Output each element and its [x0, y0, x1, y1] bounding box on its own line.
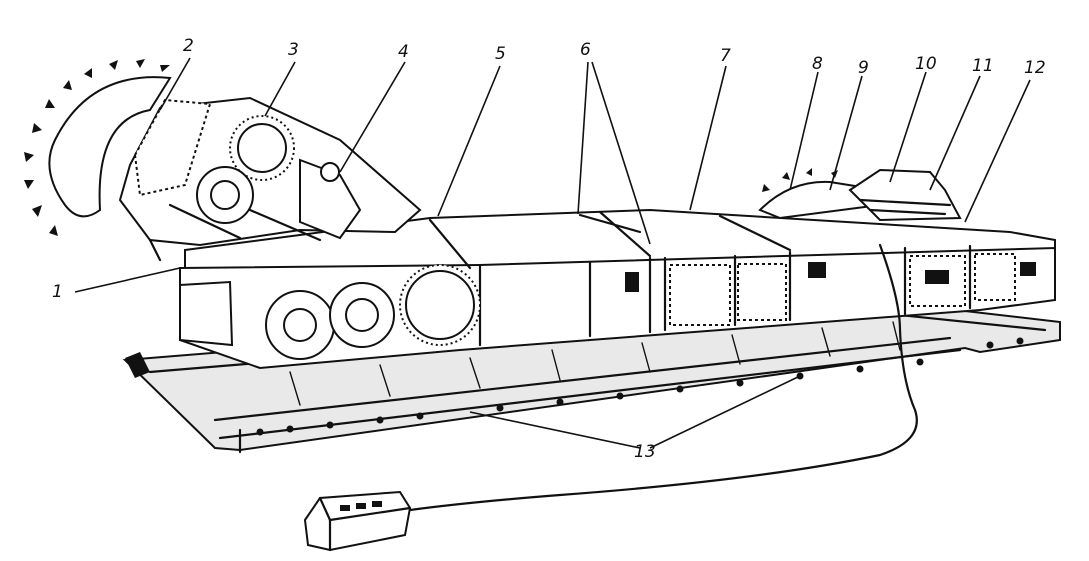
callout-label-1: 1 [52, 282, 63, 302]
cutting-drum [24, 59, 172, 236]
callout-label-4: 4 [398, 42, 409, 62]
callout-label-13: 13 [634, 442, 656, 462]
callout-label-8: 8 [812, 54, 823, 74]
callout-label-7: 7 [720, 46, 731, 66]
callout-label-6: 6 [580, 40, 591, 60]
control-pendant [303, 490, 412, 552]
drum-picks [24, 59, 170, 236]
machine-body [179, 208, 1056, 370]
callout-label-12: 12 [1024, 58, 1046, 78]
callout-label-9: 9 [858, 58, 869, 78]
callout-label-10: 10 [915, 54, 937, 74]
control-cable [408, 243, 918, 512]
leader-lines [74, 57, 1031, 449]
callout-label-11: 11 [972, 56, 994, 76]
callout-label-3: 3 [288, 40, 299, 60]
callout-label-2: 2 [183, 36, 194, 56]
rail-bolts [256, 337, 1024, 436]
gear-covers [265, 264, 481, 360]
callout-label-5: 5 [495, 44, 506, 64]
rear-drum [758, 168, 962, 222]
cutter-arm [118, 96, 422, 262]
